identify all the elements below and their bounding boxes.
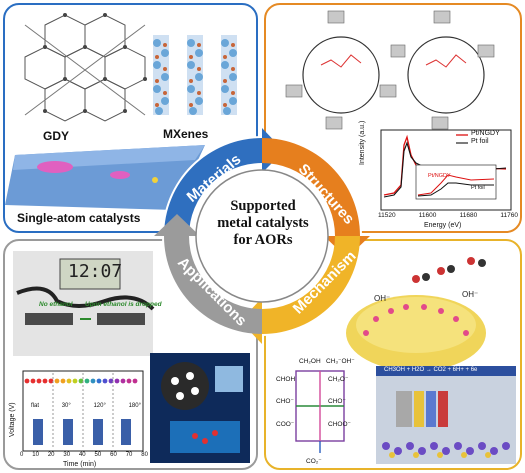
center-title-line3: for AORs (233, 232, 293, 248)
voltage-tick: 30 (63, 452, 71, 458)
xanes-ticks: 11520 11600 11680 11760 (378, 212, 518, 219)
mxenes-label: MXenes (163, 127, 209, 141)
svg-text:COO⁻: COO⁻ (276, 421, 295, 428)
no-ethanol-label: No ethanol (39, 301, 73, 308)
voltage-tick: 60 (110, 452, 117, 458)
clock-readout: 12:07 (68, 261, 123, 282)
materials-panel: GDY MXenes Single-atom catalysts (3, 3, 258, 233)
voltage-tick: 0 (20, 452, 24, 458)
xanes-tick: 11520 (378, 212, 396, 219)
voltage-tick: 50 (94, 452, 102, 458)
voltage-tick: 70 (125, 452, 133, 458)
svg-text:CO₂⁻: CO₂⁻ (306, 458, 322, 465)
reaction-equation: CH3OH + H2O → CO2 + 6H+ + 6e (384, 367, 478, 373)
voltage-xticks: 0 10 20 30 40 50 60 70 80 (20, 452, 148, 458)
svg-text:CHO⁻: CHO⁻ (328, 398, 346, 405)
svg-text:CH₂OH: CH₂OH (299, 358, 321, 365)
xanes-tick: 11760 (500, 212, 518, 219)
voltage-tick: 20 (47, 452, 55, 458)
voltage-tick: 40 (78, 452, 86, 458)
center-title-line1: Supported (230, 198, 296, 214)
legend-pt-ngdy: Pt/NGDY (471, 130, 500, 137)
center-title: Supported metal catalysts for AORs (203, 198, 323, 249)
legend-pt-foil: Pt foil (471, 138, 489, 145)
xanes-tick: 11680 (459, 212, 478, 219)
voltage-tick: 10 (32, 452, 39, 458)
voltage-tick: 80 (141, 452, 148, 458)
single-atom-sheet (5, 145, 205, 210)
gdy-label: GDY (43, 129, 70, 143)
xanes-xlabel: Energy (eV) (424, 222, 462, 229)
xanes-ylabel: Intensity (a.u.) (359, 120, 366, 165)
clock-display (59, 258, 121, 290)
materials-graphics (5, 13, 237, 210)
angle-label: 180° (128, 403, 141, 409)
inset-label-pt-ngdy: Pt/NGDY (428, 173, 451, 179)
svg-text:OH⁻: OH⁻ (462, 290, 478, 299)
svg-text:CHO⁻: CHO⁻ (276, 398, 294, 405)
applications-panel: 12:07 No ethanol Upon ethanol is dropped… (3, 239, 258, 470)
xanes-tick: 11600 (418, 212, 437, 219)
pathway-scheme (295, 370, 345, 453)
angle-label: 120° (93, 403, 106, 409)
gdy-lattice (24, 14, 146, 122)
mxenes-structure (153, 35, 237, 115)
voltage-points (24, 378, 138, 384)
bend-angles: flat 30° 120° 180° (31, 403, 141, 409)
svg-text:CH₃⁻OH⁻: CH₃⁻OH⁻ (326, 358, 355, 365)
angle-label: 30° (61, 403, 71, 409)
upon-ethanol-label: Upon ethanol is dropped (85, 301, 162, 308)
xanes-legend (456, 134, 468, 144)
reaction-cycle-2 (407, 36, 485, 114)
inset-label-pt-foil: Pt foil (471, 185, 485, 191)
structures-graphics (285, 10, 512, 211)
reaction-cycle-1 (302, 36, 380, 114)
applications-graphics (13, 251, 250, 463)
angle-label: flat (31, 403, 40, 409)
single-atom-label: Single-atom catalysts (17, 211, 141, 225)
svg-text:CH₂O⁻: CH₂O⁻ (328, 376, 349, 383)
voltage-ylabel: Voltage (V) (9, 402, 16, 437)
center-title-line2: metal catalysts (217, 215, 309, 231)
svg-text:CHOO⁻: CHOO⁻ (328, 421, 352, 428)
svg-text:CHOH: CHOH (276, 376, 295, 383)
svg-text:OH⁻: OH⁻ (374, 294, 390, 303)
voltage-xlabel: Time (min) (63, 461, 97, 468)
